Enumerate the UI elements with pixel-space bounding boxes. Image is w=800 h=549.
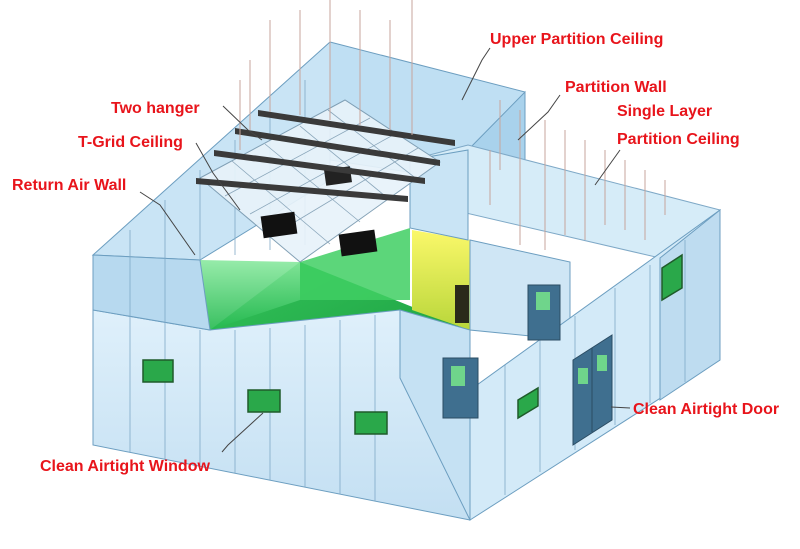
airtight-door-center bbox=[442, 357, 479, 419]
label-partition-wall: Partition Wall bbox=[565, 79, 667, 96]
glow-right-wall bbox=[300, 228, 410, 300]
hanger-beams bbox=[196, 110, 455, 202]
label-single-layer: Single Layer bbox=[617, 103, 712, 120]
label-clean-airtight-window: Clean Airtight Window bbox=[40, 458, 210, 475]
airtight-door-inner bbox=[527, 284, 561, 341]
clean-airtight-door bbox=[572, 334, 613, 446]
glow-back-wall bbox=[200, 260, 300, 330]
ffu-filter-1 bbox=[260, 211, 298, 239]
left-end-wall bbox=[92, 254, 211, 331]
label-return-air-wall: Return Air Wall bbox=[12, 177, 126, 194]
label-two-hanger: Two hanger bbox=[111, 100, 200, 117]
ffu-filter-2 bbox=[338, 229, 378, 257]
label-clean-airtight-door: Clean Airtight Door bbox=[633, 401, 779, 418]
label-partition-ceiling: Partition Ceiling bbox=[617, 131, 740, 148]
leader-lines bbox=[139, 47, 631, 453]
label-t-grid-ceiling: T-Grid Ceiling bbox=[78, 134, 183, 151]
label-upper-partition-ceiling: Upper Partition Ceiling bbox=[490, 31, 663, 48]
corridor-doorway bbox=[455, 285, 469, 323]
airtight-windows bbox=[142, 253, 683, 435]
hanger-rods bbox=[239, 0, 666, 250]
right-end-wall bbox=[659, 208, 721, 401]
